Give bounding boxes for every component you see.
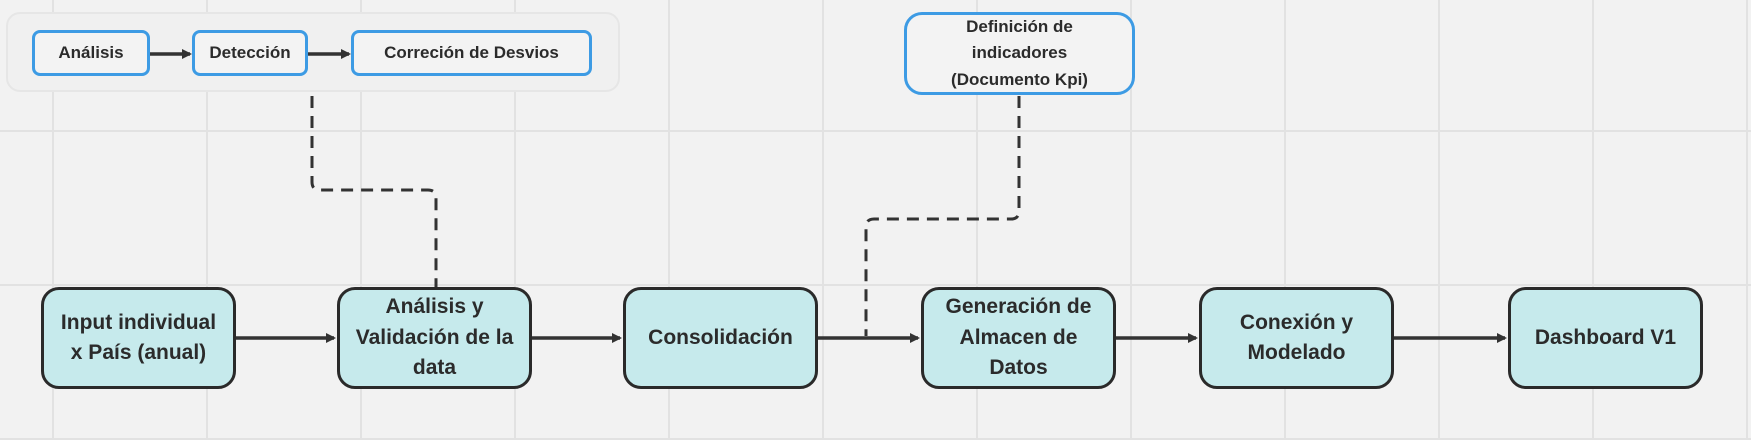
node-dashboard-v1[interactable]: Dashboard V1 <box>1508 287 1703 389</box>
kpi-definition-note[interactable]: Definición de indicadores (Documento Kpi… <box>904 12 1135 95</box>
node-generacion-almacen[interactable]: Generación de Almacen de Datos <box>921 287 1116 389</box>
node-consolidacion[interactable]: Consolidación <box>623 287 818 389</box>
dashed-link-group-validation <box>310 96 438 287</box>
node-analisis-validacion[interactable]: Análisis y Validación de la data <box>337 287 532 389</box>
node-input-individual[interactable]: Input individual x País (anual) <box>41 287 236 389</box>
step-deteccion[interactable]: Detección <box>192 30 308 76</box>
step-correccion-desvios[interactable]: Correción de Desvios <box>351 30 592 76</box>
step-analisis[interactable]: Análisis <box>32 30 150 76</box>
node-conexion-modelado[interactable]: Conexión y Modelado <box>1199 287 1394 389</box>
